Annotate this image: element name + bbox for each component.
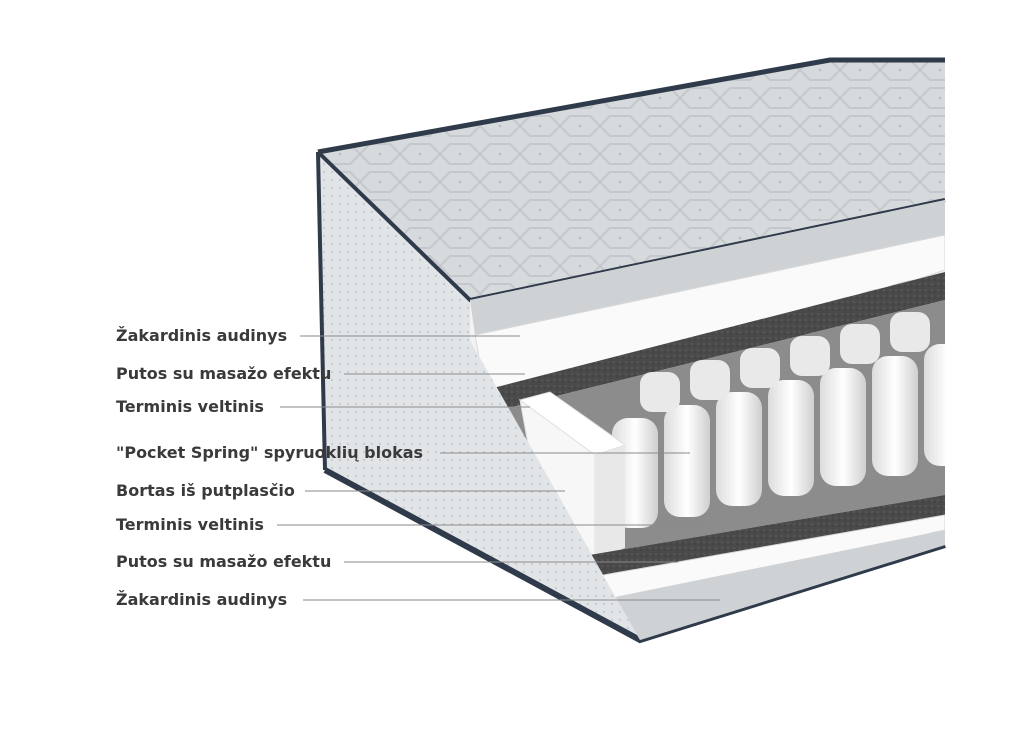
label-top-thermal-felt: Terminis veltinis: [116, 397, 264, 416]
top-jacquard-layer: [470, 200, 945, 335]
label-bottom-thermal-felt: Terminis veltinis: [116, 515, 264, 534]
label-foam-border: Bortas iš putplasčio: [116, 481, 295, 500]
bottom-thermal-felt-layer: [560, 495, 945, 580]
mattress-side-panel: [318, 152, 640, 640]
pocket-springs: [612, 312, 945, 528]
label-pocket-spring-block: "Pocket Spring" spyruoklių blokas: [116, 443, 424, 462]
bottom-jacquard-layer: [600, 530, 945, 640]
leader-lines: [277, 335, 720, 601]
mattress-top-piping: [317, 57, 945, 155]
label-top-massage-foam: Putos su masažo efektu: [116, 364, 332, 383]
label-top-jacquard: Žakardinis audinys: [116, 326, 288, 345]
cutaway-interior: [470, 200, 945, 640]
label-bottom-massage-foam: Putos su masažo efektu: [116, 552, 332, 571]
mattress-top-quilted-surface: [318, 60, 945, 300]
top-thermal-felt-layer: [485, 272, 945, 410]
label-bottom-jacquard: Žakardinis audinys: [116, 590, 288, 609]
